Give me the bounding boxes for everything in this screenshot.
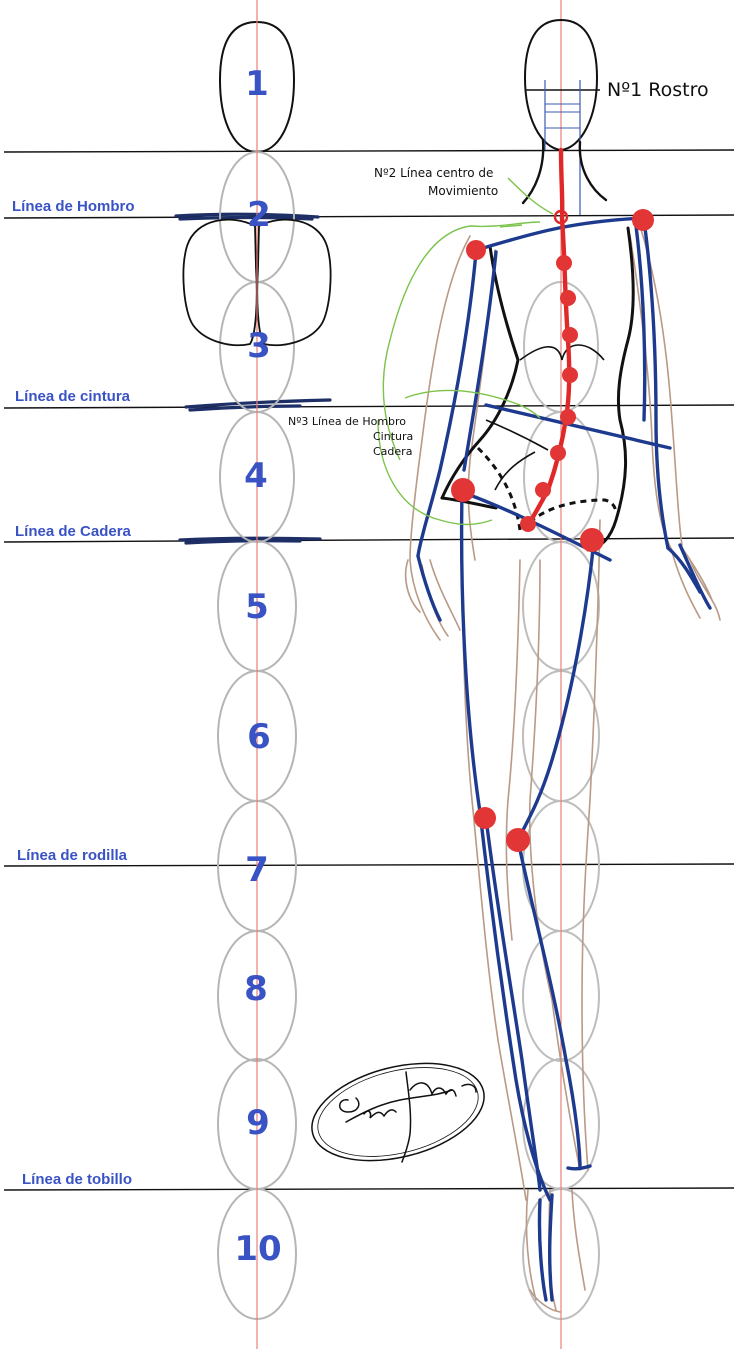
head-unit-numbers: 1 2 3 4 5 6 7 8 9 10 xyxy=(234,64,281,1269)
right-shoulder-joint xyxy=(632,209,654,231)
artist-signature xyxy=(311,1062,485,1163)
shoulder-waist-hip-annotation-2: Cintura xyxy=(373,430,413,443)
joint-markers xyxy=(451,209,654,852)
horizontal-guide-lines xyxy=(3,149,735,1191)
head-unit-2: 2 xyxy=(247,195,271,235)
spine-joint-6 xyxy=(550,445,566,461)
knee-line-label: Línea de rodilla xyxy=(17,847,128,864)
section-labels: Línea de Hombro Línea de cintura Línea d… xyxy=(12,198,135,1188)
torso-outline xyxy=(440,226,635,552)
head-unit-6: 6 xyxy=(247,717,271,757)
waist-axis xyxy=(484,403,672,450)
annotation-leaders xyxy=(377,177,554,526)
spine-joint-5 xyxy=(560,409,576,425)
face-annotation: Nº1 Rostro xyxy=(607,79,709,101)
head-unit-4: 4 xyxy=(244,456,268,496)
pelvis-joint xyxy=(520,516,536,532)
hip-line xyxy=(3,537,735,543)
spine-joint-3 xyxy=(562,327,578,343)
shoulder-line xyxy=(3,214,735,219)
head-unit-8: 8 xyxy=(244,969,268,1009)
head-unit-3: 3 xyxy=(247,326,271,366)
spine-joint-2 xyxy=(560,290,576,306)
torso-detail xyxy=(485,344,605,491)
annotation-text: Nº1 Rostro Nº2 Línea centro de Movimient… xyxy=(288,79,709,458)
spine-joint-7 xyxy=(535,482,551,498)
hip-line-label: Línea de Cadera xyxy=(15,523,132,540)
spine-joint-1 xyxy=(556,255,572,271)
hip-dashed-curves xyxy=(476,446,618,531)
left-knee-joint xyxy=(474,807,496,829)
body-outline-sketch xyxy=(404,225,721,1313)
figure-neck xyxy=(521,138,608,205)
spine-joint-4 xyxy=(562,367,578,383)
head-unit-1: 1 xyxy=(245,64,269,104)
ankle-line xyxy=(3,1187,735,1191)
top-head-line xyxy=(3,149,735,153)
left-shoulder-joint xyxy=(466,240,486,260)
head-unit-9: 9 xyxy=(246,1103,270,1143)
head-unit-5: 5 xyxy=(245,587,269,627)
right-hip-joint xyxy=(580,528,604,552)
right-knee-joint xyxy=(506,828,530,852)
left-hip-joint xyxy=(451,478,475,502)
head-unit-10: 10 xyxy=(234,1229,281,1269)
center-line-annotation-2: Movimiento xyxy=(428,184,498,198)
waist-line xyxy=(3,404,735,409)
shoulder-axis xyxy=(474,216,646,252)
blue-armature xyxy=(416,216,712,1302)
neck-joint xyxy=(553,209,569,225)
left-torso-volumes xyxy=(182,218,332,347)
center-line-annotation-1: Nº2 Línea centro de xyxy=(374,166,493,180)
shoulder-line-label: Línea de Hombro xyxy=(12,198,135,215)
knee-line xyxy=(3,863,735,867)
head-unit-7: 7 xyxy=(245,850,269,890)
ankle-line-label: Línea de tobillo xyxy=(22,1171,132,1188)
shoulder-waist-hip-annotation-1: Nº3 Línea de Hombro xyxy=(288,415,406,428)
shoulder-waist-hip-annotation-3: Cadera xyxy=(373,445,412,458)
waist-line-label: Línea de cintura xyxy=(15,388,131,405)
